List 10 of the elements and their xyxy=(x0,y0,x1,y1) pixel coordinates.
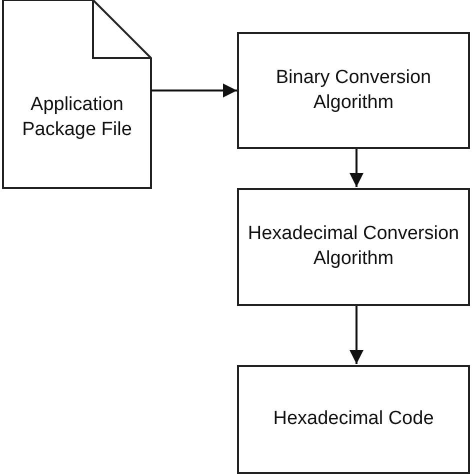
node-label: Application Package File xyxy=(21,93,133,142)
node-label: Binary Conversion Algorithm xyxy=(274,66,432,114)
node-label: Hexadecimal Conversion Algorithm xyxy=(247,222,460,271)
process-box xyxy=(237,365,470,474)
arrow xyxy=(350,306,364,364)
process-box xyxy=(237,32,470,149)
process-box xyxy=(237,188,470,306)
arrow xyxy=(350,149,364,187)
arrow xyxy=(151,84,237,98)
node-label: Hexadecimal Code xyxy=(273,407,434,432)
